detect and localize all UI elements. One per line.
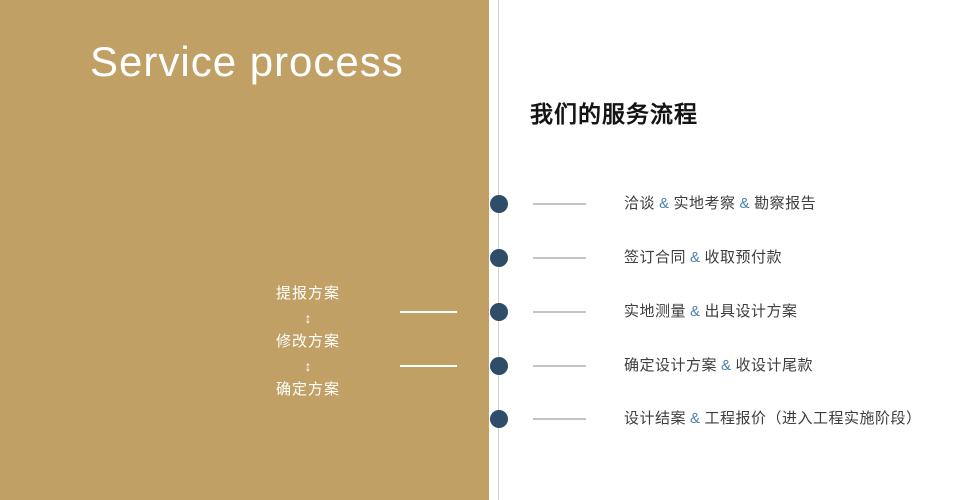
ampersand-separator: & xyxy=(690,303,701,320)
timeline-dot xyxy=(490,303,508,321)
timeline-dot xyxy=(490,357,508,375)
timeline-dot xyxy=(490,410,508,428)
plan-step-label: 提报方案 xyxy=(275,285,340,302)
connector-line-top xyxy=(400,311,457,313)
plan-steps: 提报方案 ↕ 修改方案 ↕ 确定方案 xyxy=(240,284,376,400)
timeline-item-label: 实地测量&出具设计方案 xyxy=(624,303,798,320)
timeline-dot xyxy=(490,249,508,267)
ampersand-separator: & xyxy=(690,249,701,266)
timeline-item-label: 签订合同&收取预付款 xyxy=(624,249,783,266)
connector-line-bottom xyxy=(400,365,457,367)
plan-step-label: 确定方案 xyxy=(275,381,340,398)
timeline-item-label: 洽谈&实地考察&勘察报告 xyxy=(624,195,817,212)
ampersand-separator: & xyxy=(721,357,732,374)
timeline-item-label: 确定设计方案&收设计尾款 xyxy=(624,357,814,374)
timeline-tick-line xyxy=(533,311,586,313)
timeline-dot xyxy=(490,195,508,213)
timeline-tick-line xyxy=(533,257,586,259)
page-title: Service process xyxy=(90,38,404,85)
section-heading: 我们的服务流程 xyxy=(530,101,698,127)
plan-step-label: 修改方案 xyxy=(275,333,340,350)
left-gold-panel: Service process 提报方案 ↕ 修改方案 ↕ 确定方案 xyxy=(0,0,489,500)
up-down-arrow-icon: ↕ xyxy=(304,310,312,326)
ampersand-separator: & xyxy=(690,410,701,427)
timeline-item-label: 设计结案&工程报价（进入工程实施阶段） xyxy=(624,410,922,427)
timeline-tick-line xyxy=(533,418,586,420)
up-down-arrow-icon: ↕ xyxy=(304,358,312,374)
timeline-tick-line xyxy=(533,365,586,367)
ampersand-separator: & xyxy=(659,195,670,212)
ampersand-separator: & xyxy=(739,195,751,212)
timeline-tick-line xyxy=(533,203,586,205)
